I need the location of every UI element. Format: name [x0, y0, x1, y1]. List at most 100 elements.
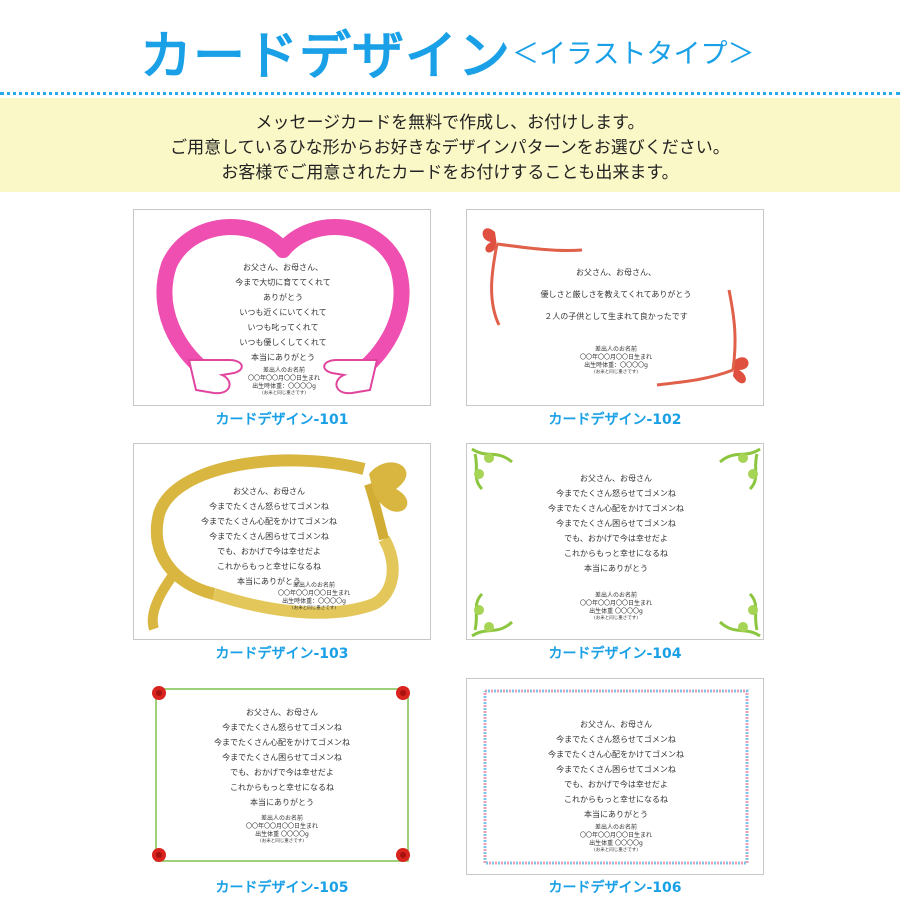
card-design-103[interactable]: お父さん、お母さん 今までたくさん怒らせてゴメンね 今までたくさん心配をかけてゴ… — [133, 443, 431, 640]
message-line: お父さん、お母さん、 — [576, 268, 656, 277]
sender-line: 差出人のお名前 — [594, 592, 637, 599]
sender-line: 〇〇年〇〇月〇〇日生まれ — [579, 832, 652, 839]
message-line: 今までたくさん怒らせてゴメンね — [222, 723, 342, 732]
message-line: 今までたくさん怒らせてゴメンね — [209, 502, 329, 511]
divider — [0, 92, 900, 95]
message-line: でも、おかげで今は幸せだよ — [564, 780, 668, 789]
card-caption-104[interactable]: カードデザイン-104 — [548, 646, 682, 662]
message-line: 今までたくさん困らせてゴメンね — [556, 519, 676, 528]
message-line: 今までたくさん怒らせてゴメンね — [556, 489, 676, 498]
message-line: お父さん、お母さん — [580, 474, 652, 483]
card-design-105[interactable]: お父さん、お母さん 今までたくさん怒らせてゴメンね 今までたくさん心配をかけてゴ… — [133, 678, 431, 875]
message-line: いつも近くにいてくれて — [239, 308, 327, 317]
message-line: 本当にありがとう — [584, 564, 648, 573]
card-sender: 差出人のお名前 〇〇年〇〇月〇〇日生まれ 出生時体重：〇〇〇〇g (お米と同じ重… — [566, 346, 666, 376]
card-design-106[interactable]: お父さん、お母さん 今までたくさん怒らせてゴメンね 今までたくさん心配をかけてゴ… — [466, 678, 764, 875]
card-sender: 差出人のお名前 〇〇年〇〇月〇〇日生まれ 出生体重 〇〇〇〇g (お米と同じ重さ… — [566, 824, 666, 854]
card-message: お父さん、お母さん 今までたくさん怒らせてゴメンね 今までたくさん心配をかけてゴ… — [536, 717, 696, 822]
message-line: でも、おかげで今は幸せだよ — [217, 547, 321, 556]
notice-banner: メッセージカードを無料で作成し、お付けします。 ご用意しているひな形からお好きな… — [0, 98, 900, 192]
message-line: 今までたくさん心配をかけてゴメンね — [548, 750, 684, 759]
message-line: 今までたくさん心配をかけてゴメンね — [214, 738, 350, 747]
sender-line: 出生時体重：〇〇〇〇g — [584, 362, 648, 369]
message-line: 今までたくさん困らせてゴメンね — [222, 753, 342, 762]
sender-line: 出生体重 〇〇〇〇g — [255, 831, 309, 838]
gold-ribbon-illustration — [147, 454, 408, 631]
card-message: お父さん、お母さん 今までたくさん怒らせてゴメンね 今までたくさん心配をかけてゴ… — [536, 471, 696, 576]
sender-line: (お米と同じ重さです) — [259, 839, 304, 844]
card-message: お父さん、お母さん 今までたくさん怒らせてゴメンね 今までたくさん心配をかけてゴ… — [194, 484, 344, 589]
green-vine-illustration — [471, 447, 761, 638]
sender-line: 〇〇年〇〇月〇〇日生まれ — [579, 600, 652, 607]
sender-line: 出生体重 〇〇〇〇g — [589, 608, 643, 615]
page-subtitle: ＜イラストタイプ＞ — [512, 39, 755, 70]
card-sender: 差出人のお名前 〇〇年〇〇月〇〇日生まれ 出生体重 〇〇〇〇g (お米と同じ重さ… — [232, 815, 332, 845]
card-caption-106[interactable]: カードデザイン-106 — [548, 880, 682, 896]
sender-line: 出生時体重：〇〇〇〇g — [282, 598, 346, 605]
message-line: 今まで大切に育ててくれて — [235, 278, 331, 287]
sender-line: 〇〇年〇〇月〇〇日生まれ — [579, 354, 652, 361]
sender-line: 差出人のお名前 — [260, 815, 303, 822]
message-line: これからもっと幸せになるね — [217, 562, 321, 571]
sender-line: 差出人のお名前 — [594, 346, 637, 353]
message-line: 優しさと厳しさを教えてくれてありがとう — [540, 290, 692, 299]
message-line: 本当にありがとう — [251, 353, 315, 362]
dotted-frame-illustration — [483, 689, 749, 865]
sender-line: 〇〇年〇〇月〇〇日生まれ — [245, 823, 318, 830]
sender-line: (お米と同じ重さです) — [593, 616, 638, 621]
message-line: でも、おかげで今は幸せだよ — [564, 534, 668, 543]
card-caption-102[interactable]: カードデザイン-102 — [548, 412, 682, 428]
sender-line: (お米と同じ重さです) — [291, 606, 336, 611]
sender-line: 出生時体重：〇〇〇〇g — [252, 383, 316, 390]
message-line: ありがとう — [263, 293, 303, 302]
page-title: カードデザイン — [140, 27, 512, 87]
card-message: お父さん、お母さん、 優しさと厳しさを教えてくれてありがとう ２人の子供として生… — [507, 262, 725, 328]
card-design-102[interactable]: お父さん、お母さん、 優しさと厳しさを教えてくれてありがとう ２人の子供として生… — [466, 209, 764, 406]
message-line: 本当にありがとう — [584, 810, 648, 819]
sender-line: (お米と同じ重さです) — [593, 370, 638, 375]
sender-line: (お米と同じ重さです) — [261, 391, 306, 396]
notice-line: お客様でご用意されたカードをお付けすることも出来ます。 — [221, 163, 679, 183]
message-line: 今までたくさん心配をかけてゴメンね — [201, 517, 337, 526]
message-line: 今までたくさん困らせてゴメンね — [209, 532, 329, 541]
card-caption-105[interactable]: カードデザイン-105 — [215, 880, 349, 896]
message-line: これからもっと幸せになるね — [230, 783, 334, 792]
message-line: でも、おかげで今は幸せだよ — [230, 768, 334, 777]
message-line: 本当にありがとう — [250, 798, 314, 807]
sender-line: (お米と同じ重さです) — [593, 848, 638, 853]
message-line: これからもっと幸せになるね — [564, 549, 668, 558]
card-caption-103[interactable]: カードデザイン-103 — [215, 646, 349, 662]
red-ribbon-illustration — [482, 228, 749, 387]
sender-line: 差出人のお名前 — [594, 824, 637, 831]
sender-line: 〇〇年〇〇月〇〇日生まれ — [277, 590, 350, 597]
message-line: 今までたくさん怒らせてゴメンね — [556, 735, 676, 744]
message-line: お父さん、お母さん、 — [243, 263, 323, 272]
card-sender: 差出人のお名前 〇〇年〇〇月〇〇日生まれ 出生体重 〇〇〇〇g (お米と同じ重さ… — [566, 592, 666, 622]
card-caption-101[interactable]: カードデザイン-101 — [215, 412, 349, 428]
sender-line: 差出人のお名前 — [262, 367, 305, 374]
rose-frame-illustration — [152, 686, 410, 862]
card-message: お父さん、お母さん 今までたくさん怒らせてゴメンね 今までたくさん心配をかけてゴ… — [202, 705, 362, 810]
heart-hands-illustration — [156, 219, 410, 395]
card-sender: 差出人のお名前 〇〇年〇〇月〇〇日生まれ 出生時体重：〇〇〇〇g (お米と同じ重… — [234, 367, 334, 397]
sender-line: 差出人のお名前 — [292, 582, 335, 589]
sender-line: 〇〇年〇〇月〇〇日生まれ — [247, 375, 320, 382]
message-line: 今までたくさん困らせてゴメンね — [556, 765, 676, 774]
notice-line: ご用意しているひな形からお好きなデザインパターンをお選びください。 — [170, 138, 730, 158]
message-line: お父さん、お母さん — [580, 720, 652, 729]
card-design-101[interactable]: お父さん、お母さん、 今まで大切に育ててくれて ありがとう いつも近くにいてくれ… — [133, 209, 431, 406]
message-line: ２人の子供として生まれて良かったです — [544, 312, 688, 321]
card-sender: 差出人のお名前 〇〇年〇〇月〇〇日生まれ 出生時体重：〇〇〇〇g (お米と同じ重… — [264, 582, 364, 612]
message-line: これからもっと幸せになるね — [564, 795, 668, 804]
card-message: お父さん、お母さん、 今まで大切に育ててくれて ありがとう いつも近くにいてくれ… — [213, 260, 353, 365]
sender-line: 出生体重 〇〇〇〇g — [589, 840, 643, 847]
message-line: 本当にありがとう — [237, 577, 301, 586]
page-header: カードデザイン ＜イラストタイプ＞ — [0, 0, 900, 90]
message-line: いつも叱ってくれて — [247, 323, 319, 332]
card-design-104[interactable]: お父さん、お母さん 今までたくさん怒らせてゴメンね 今までたくさん心配をかけてゴ… — [466, 443, 764, 640]
message-line: いつも優しくしてくれて — [239, 338, 327, 347]
message-line: お父さん、お母さん — [233, 487, 305, 496]
message-line: お父さん、お母さん — [246, 708, 318, 717]
notice-line: メッセージカードを無料で作成し、お付けします。 — [255, 113, 645, 133]
message-line: 今までたくさん心配をかけてゴメンね — [548, 504, 684, 513]
